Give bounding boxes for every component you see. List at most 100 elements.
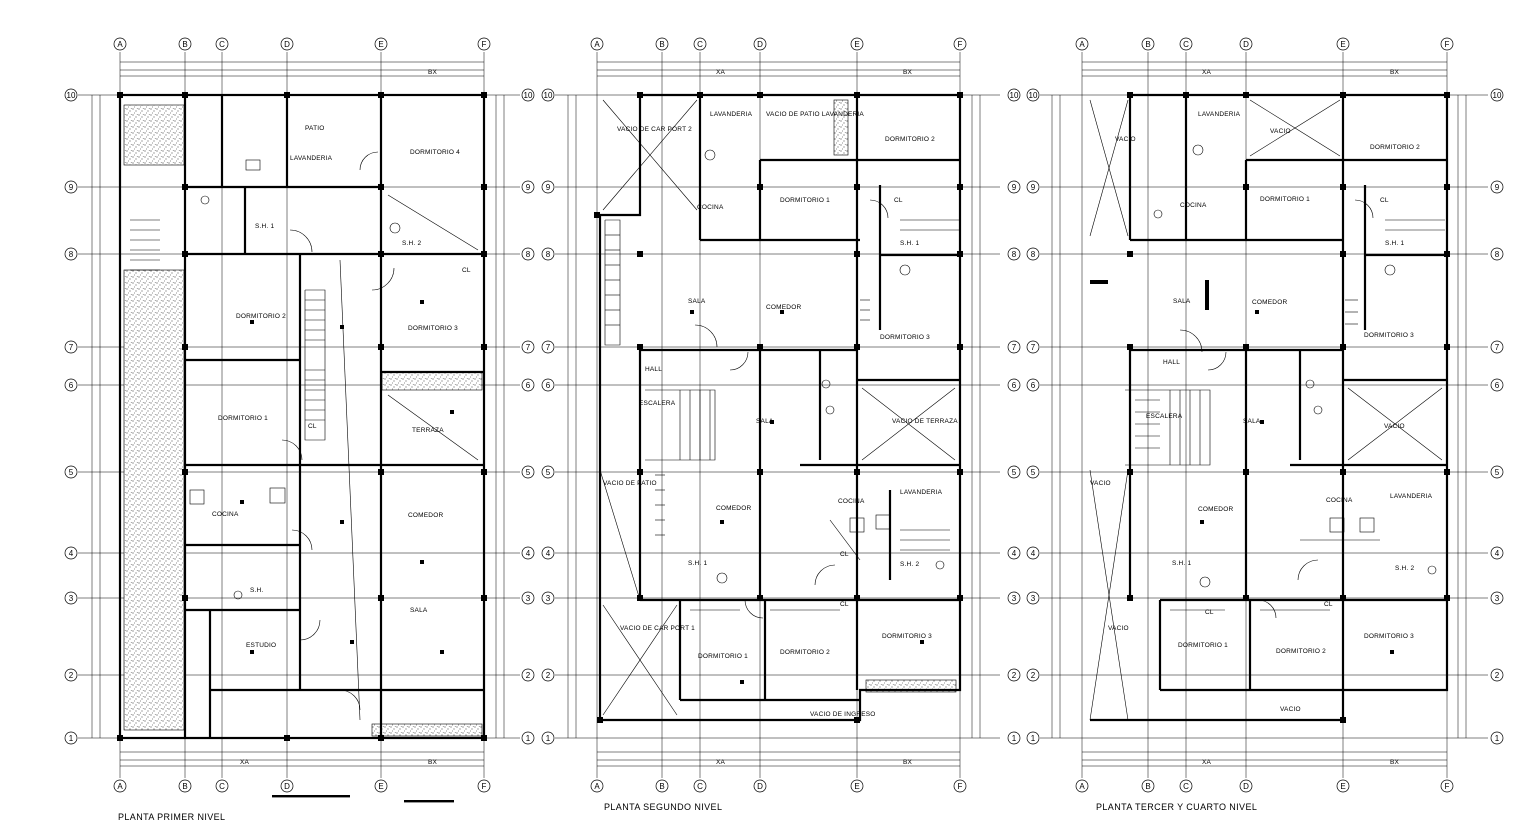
grid-label: 10 (544, 91, 553, 100)
dimension-label: XA (716, 69, 726, 76)
room-label: S.H. 2 (402, 240, 421, 247)
grid-label: 9 (1031, 183, 1036, 192)
room-label: VACIO DE CAR PORT 1 (620, 625, 695, 632)
grid-label: C (219, 40, 225, 49)
room-label: CL (1205, 609, 1214, 616)
fixtures (1153, 144, 1437, 588)
grid-bubbles-letters-bottom: A B C D E F (1075, 779, 1454, 793)
room-label: PATIO (305, 125, 325, 132)
grid-label: B (182, 782, 187, 791)
room-label: ESCALERA (639, 400, 676, 407)
room-label: DORMITORIO 2 (1370, 144, 1420, 151)
grid-label: 4 (1495, 549, 1500, 558)
grid-label: F (1445, 782, 1450, 791)
room-label: DORMITORIO 1 (1178, 642, 1228, 649)
voids-and-stairs (599, 99, 960, 716)
grid-bubbles-letters-bottom: A B C D E F (590, 779, 967, 793)
room-label: VACIO (1270, 128, 1291, 135)
grid-label: 6 (1031, 381, 1036, 390)
room-label: ESCALERA (1146, 413, 1183, 420)
room-label: COCINA (1326, 497, 1353, 504)
grid-label: 10 (1029, 91, 1038, 100)
grid-label: 4 (1031, 549, 1036, 558)
grid-bubbles-letters-top: A B C D E F (113, 37, 491, 51)
grid-label: 9 (69, 183, 74, 192)
room-label: CL (462, 267, 471, 274)
grid-label: C (1183, 782, 1189, 791)
grid-bubbles-letters-top: A B C D E F (590, 37, 967, 51)
doors (1179, 199, 1374, 619)
grid-label: F (482, 782, 487, 791)
grid-label: 1 (1495, 734, 1500, 743)
grid-label: 7 (1495, 343, 1500, 352)
plan-title: PLANTA TERCER Y CUARTO NIVEL (1096, 802, 1257, 812)
room-label: COMEDOR (1252, 299, 1287, 306)
room-label: CL (840, 601, 849, 608)
room-label: S.H. 1 (1385, 240, 1404, 247)
grid-label: 3 (69, 594, 74, 603)
room-label: DORMITORIO 3 (880, 334, 930, 341)
room-label: COCINA (838, 498, 865, 505)
room-label: LAVANDERIA (1198, 111, 1241, 118)
grid-bubbles-letters-top: A B C D E F (1075, 37, 1454, 51)
grid-label: 2 (546, 671, 551, 680)
grid-label: 1 (1012, 734, 1017, 743)
room-label: DORMITORIO 3 (1364, 633, 1414, 640)
voids-and-stairs (1089, 99, 1445, 721)
grid-label: D (757, 782, 763, 791)
grid-bubbles-letters-bottom: A B C D E F (113, 779, 491, 793)
grid-label: 6 (1012, 381, 1017, 390)
room-label: S.H. 2 (1395, 565, 1414, 572)
grid-label: 10 (1010, 91, 1019, 100)
grid-label: A (117, 40, 123, 49)
room-label: COCINA (1180, 202, 1207, 209)
room-label: DORMITORIO 3 (1364, 332, 1414, 339)
room-label: COMEDOR (766, 304, 801, 311)
columns (117, 92, 487, 741)
room-label: DORMITORIO 1 (698, 653, 748, 660)
grid-label: 7 (1012, 343, 1017, 352)
grid-label: 5 (526, 468, 531, 477)
room-label: DORMITORIO 1 (218, 415, 268, 422)
grid-label: 6 (69, 381, 74, 390)
room-label: DORMITORIO 1 (780, 197, 830, 204)
room-label: LAVANDERIA (900, 489, 943, 496)
room-label: S.H. (250, 587, 263, 594)
grid-label: 8 (526, 250, 531, 259)
grid-bubbles-numbers-right: 10 9 8 7 6 5 4 3 2 1 (1490, 88, 1504, 745)
grid-label: D (757, 40, 763, 49)
room-label: DORMITORIO 2 (885, 136, 935, 143)
room-label: VACIO (1115, 136, 1136, 143)
dimension-label: BX (903, 759, 913, 766)
grid-label: B (182, 40, 187, 49)
room-label: HALL (1163, 359, 1180, 366)
dimension-label: XA (716, 759, 726, 766)
grid-label: 6 (546, 381, 551, 390)
fixtures (704, 149, 945, 584)
room-label: SALA (410, 607, 428, 614)
grid-label: 5 (1012, 468, 1017, 477)
grid-label: 1 (69, 734, 74, 743)
dimension-label: XA (240, 759, 250, 766)
room-label: SALA (756, 418, 774, 425)
grid-label: 4 (526, 549, 531, 558)
grid-bubbles-numbers-right: 10 9 8 7 6 5 4 3 2 1 (1007, 88, 1021, 745)
grid-label: F (958, 40, 963, 49)
room-label: DORMITORIO 1 (1260, 196, 1310, 203)
room-label: CL (840, 551, 849, 558)
grid-label: E (1340, 40, 1345, 49)
room-label: HALL (645, 366, 662, 373)
plan-segundo-nivel: A B C D E F A B C D E F (541, 37, 1021, 812)
room-label: S.H. 1 (255, 223, 274, 230)
room-label: COCINA (212, 511, 239, 518)
room-label: S.H. 1 (900, 240, 919, 247)
grid-label: 7 (1031, 343, 1036, 352)
room-label: VACIO (1384, 423, 1405, 430)
dimension-label: BX (903, 69, 913, 76)
grid-label: 3 (546, 594, 551, 603)
columns (594, 92, 963, 723)
grid-label: 8 (1012, 250, 1017, 259)
grid-label: F (482, 40, 487, 49)
grid-label: 10 (67, 91, 76, 100)
